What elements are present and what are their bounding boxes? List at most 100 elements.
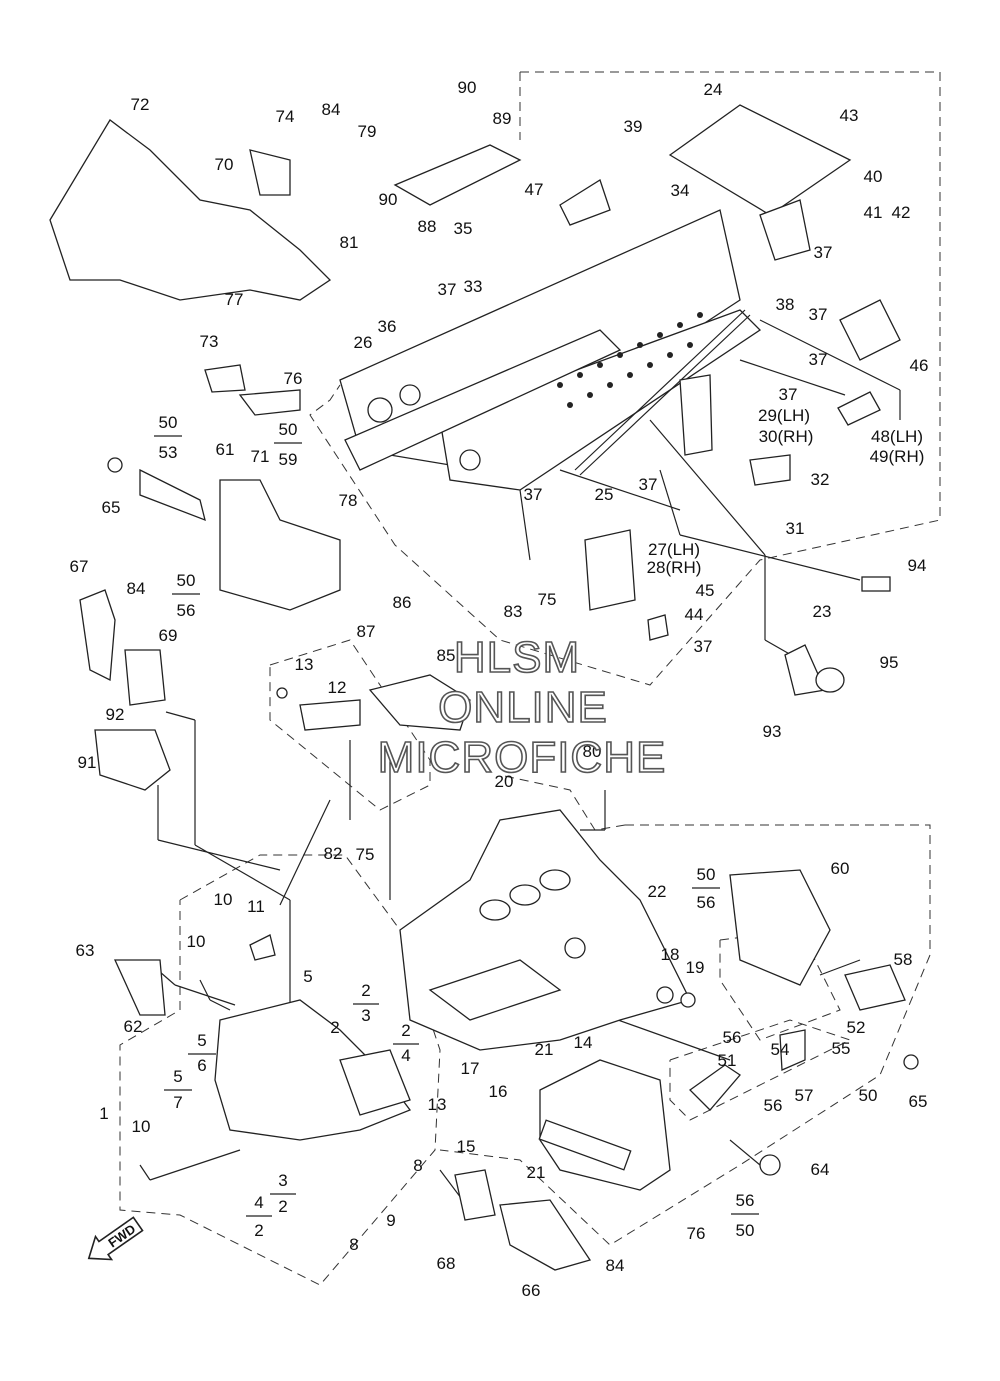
callout-82: 82 <box>324 844 343 863</box>
callout-11: 11 <box>247 897 265 916</box>
callout-29: 29(LH) <box>758 406 810 425</box>
callout-9: 9 <box>386 1211 395 1230</box>
watermark: HLSM ONLINE MICROFICHE <box>377 632 667 783</box>
callout-86: 86 <box>393 593 412 612</box>
callout-48: 48(LH) <box>871 427 923 446</box>
callout-13b: 13 <box>428 1095 447 1114</box>
callout-77: 77 <box>225 290 244 309</box>
callout-56b: 56 <box>697 893 716 912</box>
callout-21b: 21 <box>527 1163 546 1182</box>
callout-84: 84 <box>322 100 341 119</box>
callout-62: 62 <box>124 1017 143 1036</box>
callout-58: 58 <box>894 950 913 969</box>
callout-71: 71 <box>251 447 270 466</box>
callout-60: 60 <box>831 859 850 878</box>
callout-56d: 56 <box>764 1096 783 1115</box>
leader-lines <box>139 319 901 1211</box>
front-suspension-bulkhead <box>214 934 412 1141</box>
callout-32: 32 <box>811 470 830 489</box>
callout-37h: 37 <box>694 637 713 656</box>
callout-8a: 8 <box>413 1156 422 1175</box>
callout-65a: 65 <box>102 498 121 517</box>
callout-37e: 37 <box>779 385 798 404</box>
callout-76b: 76 <box>687 1224 706 1243</box>
callout-95: 95 <box>880 653 899 672</box>
side-covers <box>79 589 171 791</box>
callout-54: 54 <box>771 1040 790 1059</box>
callout-92: 92 <box>106 705 125 724</box>
callout-85: 85 <box>437 646 456 665</box>
callout-44: 44 <box>685 605 704 624</box>
callout-20: 20 <box>495 772 514 791</box>
callout-49: 49(RH) <box>870 447 925 466</box>
callout-50a: 50 <box>159 413 178 432</box>
watermark-line-2: ONLINE <box>438 683 608 732</box>
callout-36: 36 <box>378 317 397 336</box>
watermark-line-1: HLSM <box>454 633 580 682</box>
front-frame-chassis <box>399 809 691 1051</box>
callout-37g: 37 <box>524 485 543 504</box>
cooler-and-shaft <box>538 1059 781 1191</box>
callout-56e: 56 <box>736 1191 755 1210</box>
callout-37f: 37 <box>639 475 658 494</box>
callout-72: 72 <box>131 95 150 114</box>
callout-75b: 75 <box>356 845 375 864</box>
callout-40: 40 <box>864 167 883 186</box>
callout-81: 81 <box>340 233 359 252</box>
rear-frame-tunnel <box>339 209 762 491</box>
callout-70: 70 <box>215 155 234 174</box>
callout-53: 53 <box>159 443 178 462</box>
callout-37d: 37 <box>809 350 828 369</box>
callout-55: 55 <box>832 1039 851 1058</box>
tunnel-hole-pattern <box>557 312 703 408</box>
upper-frame-plate <box>393 104 901 426</box>
callout-37a: 37 <box>438 280 457 299</box>
steering-support <box>107 457 341 611</box>
callout-16: 16 <box>489 1082 508 1101</box>
callout-76a: 76 <box>284 369 303 388</box>
callout-10c: 10 <box>132 1117 151 1136</box>
callout-67: 67 <box>70 557 89 576</box>
lower-covers <box>113 959 592 1271</box>
callout-84b: 84 <box>127 579 146 598</box>
callout-5c: 5 <box>173 1067 182 1086</box>
right-side-brackets <box>656 869 919 1111</box>
callout-64: 64 <box>811 1160 830 1179</box>
callout-2b: 2 <box>330 1018 339 1037</box>
callout-80: 80 <box>583 742 602 761</box>
callout-56a: 56 <box>177 601 196 620</box>
callout-4a: 4 <box>401 1046 410 1065</box>
callout-51: 51 <box>718 1051 737 1070</box>
callout-46: 46 <box>910 356 929 375</box>
front-cowl-frame <box>49 119 332 416</box>
callout-31: 31 <box>786 519 805 538</box>
callout-39: 39 <box>624 117 643 136</box>
callout-6: 6 <box>197 1056 206 1075</box>
callout-75a: 75 <box>538 590 557 609</box>
callout-88: 88 <box>418 217 437 236</box>
callout-7: 7 <box>173 1093 182 1112</box>
callout-93: 93 <box>763 722 782 741</box>
callout-34: 34 <box>671 181 690 200</box>
callout-56c: 56 <box>723 1028 742 1047</box>
callout-61: 61 <box>216 440 235 459</box>
callout-3a: 3 <box>361 1006 370 1025</box>
callout-50f: 50 <box>736 1221 755 1240</box>
callout-38: 38 <box>776 295 795 314</box>
callout-69: 69 <box>159 626 178 645</box>
callout-2a: 2 <box>361 981 370 1000</box>
callout-68: 68 <box>437 1254 456 1273</box>
callout-17: 17 <box>461 1059 480 1078</box>
callout-90b: 90 <box>379 190 398 209</box>
callout-79: 79 <box>358 122 377 141</box>
watermark-line-3: MICROFICHE <box>378 733 667 782</box>
callout-33: 33 <box>464 277 483 296</box>
callout-90: 90 <box>458 78 477 97</box>
callout-84c: 84 <box>606 1256 625 1275</box>
callout-94: 94 <box>908 556 927 575</box>
callout-63: 63 <box>76 941 95 960</box>
callout-2c: 2 <box>401 1021 410 1040</box>
callout-22: 22 <box>648 882 667 901</box>
callout-10a: 10 <box>214 890 233 909</box>
callout-41: 41 <box>864 203 883 222</box>
